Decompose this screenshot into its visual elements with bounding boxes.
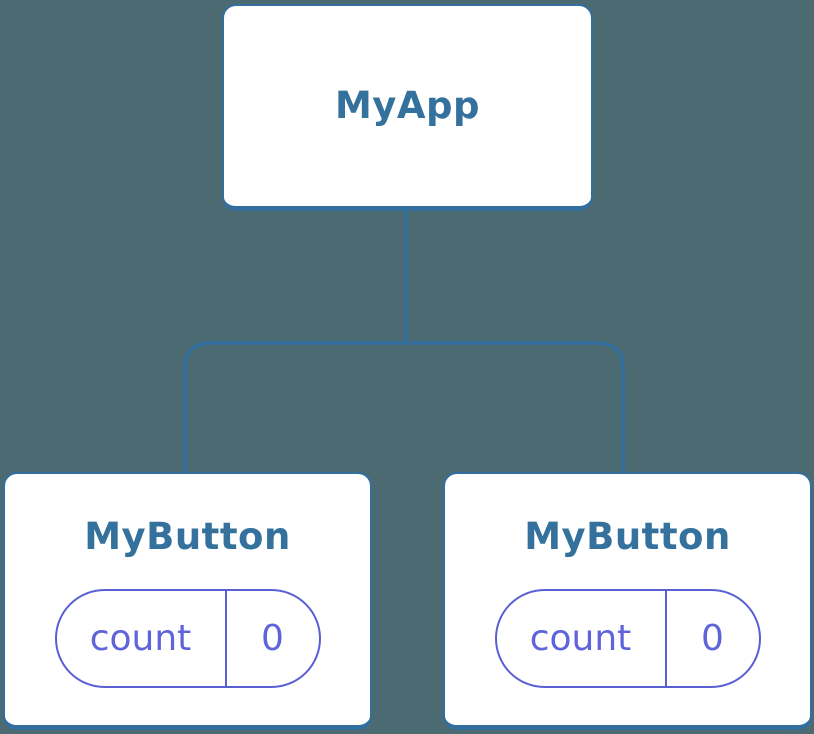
state-pill-right-value: 0 (701, 617, 724, 659)
state-pill-left-key: count (57, 590, 227, 686)
node-mybutton-left: MyButton count 0 (3, 472, 372, 730)
state-pill-left: count 0 (54, 588, 321, 688)
node-mybutton-right-label: MyButton (524, 515, 731, 558)
node-mybutton-right: MyButton count 0 (443, 472, 812, 730)
node-myapp-label: MyApp (334, 83, 481, 127)
connector-branches (183, 341, 625, 474)
state-pill-right: count 0 (494, 588, 761, 688)
state-pill-right-key: count (497, 590, 667, 686)
node-mybutton-left-label: MyButton (84, 515, 291, 558)
state-pill-left-value: 0 (261, 617, 284, 659)
node-myapp: MyApp (222, 4, 593, 211)
